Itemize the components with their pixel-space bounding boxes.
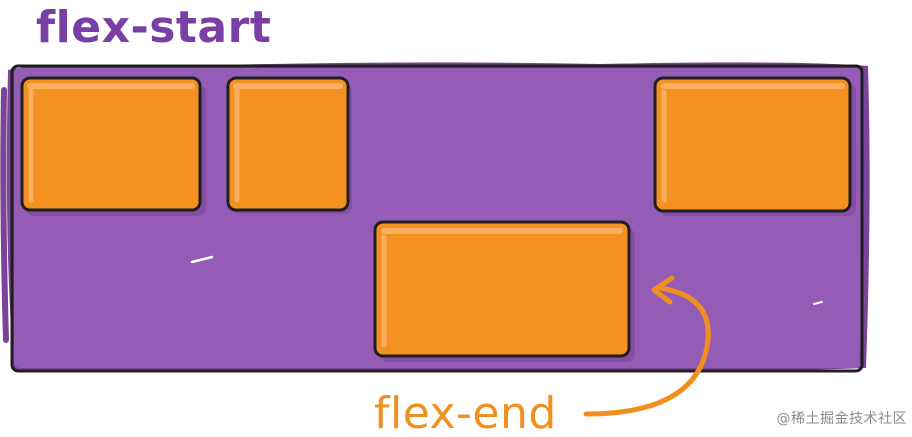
curved-arrow-icon	[583, 275, 711, 417]
flex-item-3	[373, 220, 635, 362]
flex-end-label: flex-end	[374, 388, 557, 437]
watermark-text: @稀土掘金技术社区	[776, 411, 907, 427]
flex-start-label: flex-start	[36, 2, 271, 53]
flex-item-4	[653, 76, 856, 216]
flex-item-2	[226, 76, 352, 214]
flex-item-1	[20, 76, 206, 216]
